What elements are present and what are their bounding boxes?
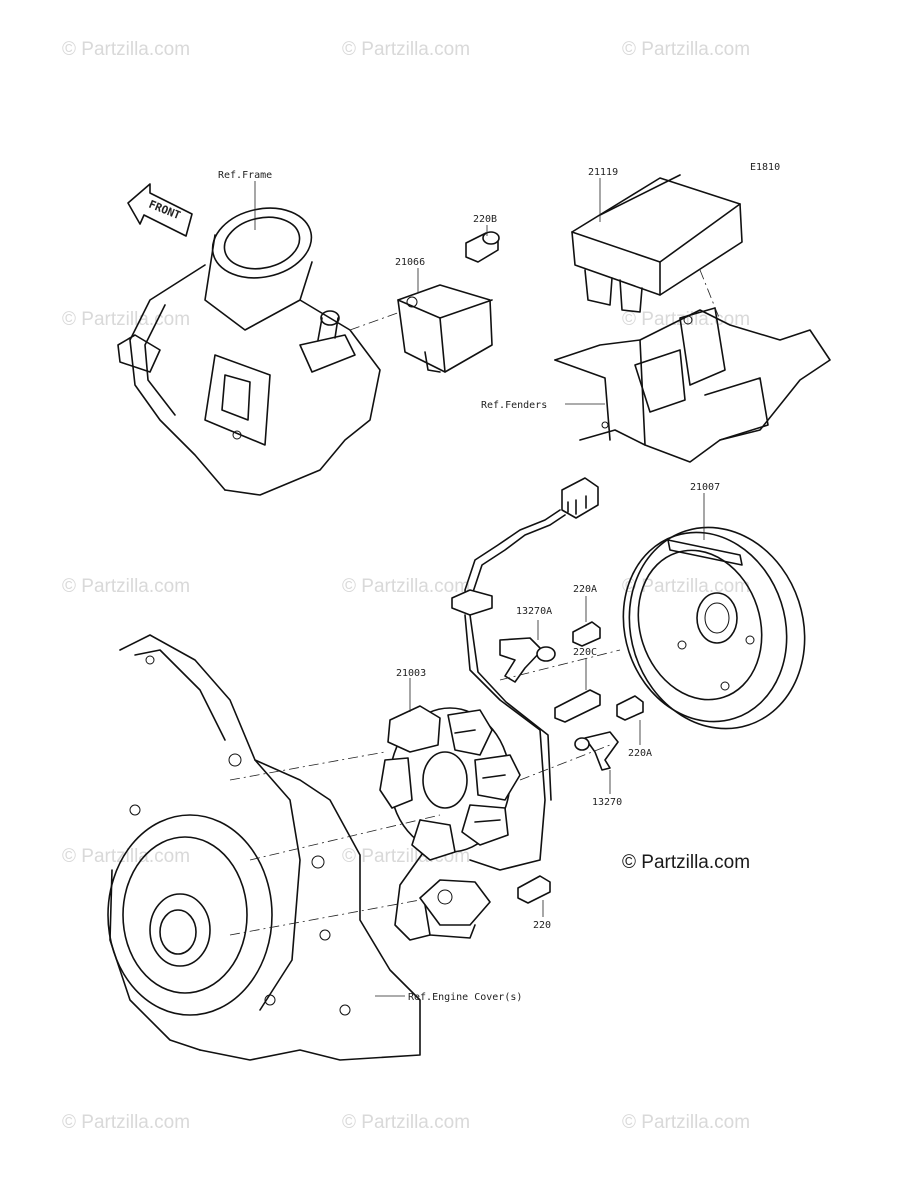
label-diagram-code: E1810 — [750, 162, 780, 173]
watermark: © Partzilla.com — [62, 1112, 190, 1133]
small-hardware — [499, 621, 644, 904]
watermark: © Partzilla.com — [62, 309, 190, 330]
pickup-harness — [394, 477, 599, 941]
label-220a-right: 220A — [628, 748, 652, 759]
label-21007: 21007 — [690, 482, 720, 493]
label-220c: 220C — [573, 647, 597, 658]
label-ref-engine-cover: Ref.Engine Cover(s) — [408, 992, 522, 1003]
watermark: © Partzilla.com — [622, 1112, 750, 1133]
front-arrow: FRONT — [127, 183, 193, 237]
watermark: © Partzilla.com — [342, 39, 470, 60]
label-220b: 220B — [473, 214, 497, 225]
label-21066: 21066 — [395, 257, 425, 268]
watermark: © Partzilla.com — [62, 576, 190, 597]
label-13270a: 13270A — [516, 606, 552, 617]
watermark: © Partzilla.com — [622, 39, 750, 60]
watermark: © Partzilla.com — [342, 576, 470, 597]
label-220: 220 — [533, 920, 551, 931]
label-ref-fenders: Ref.Fenders — [481, 400, 547, 411]
part-21003-stator — [379, 705, 521, 861]
watermark: © Partzilla.com — [62, 846, 190, 867]
part-labels: Ref.Frame 220B 21066 21119 E1810 Ref.Fen… — [218, 162, 780, 1003]
label-21003: 21003 — [396, 668, 426, 679]
part-21119-regulator — [571, 174, 743, 313]
label-13270: 13270 — [592, 797, 622, 808]
pickup-coil — [419, 879, 491, 939]
part-21066-module — [397, 284, 493, 373]
watermark-layer: © Partzilla.com © Partzilla.com © Partzi… — [62, 39, 750, 1133]
engine-cover — [107, 634, 421, 1061]
label-21119: 21119 — [588, 167, 618, 178]
label-220a-top: 220A — [573, 584, 597, 595]
brand-credit: © Partzilla.com — [622, 852, 750, 873]
fender-assembly — [554, 307, 831, 463]
part-220b-bolt — [465, 231, 500, 263]
watermark: © Partzilla.com — [62, 39, 190, 60]
watermark: © Partzilla.com — [622, 309, 750, 330]
leader-lines — [229, 178, 721, 997]
watermark: © Partzilla.com — [342, 1112, 470, 1133]
watermark: © Partzilla.com — [622, 576, 750, 597]
part-21007-flywheel — [622, 526, 806, 730]
label-ref-frame: Ref.Frame — [218, 170, 272, 181]
frame-assembly — [117, 207, 381, 496]
